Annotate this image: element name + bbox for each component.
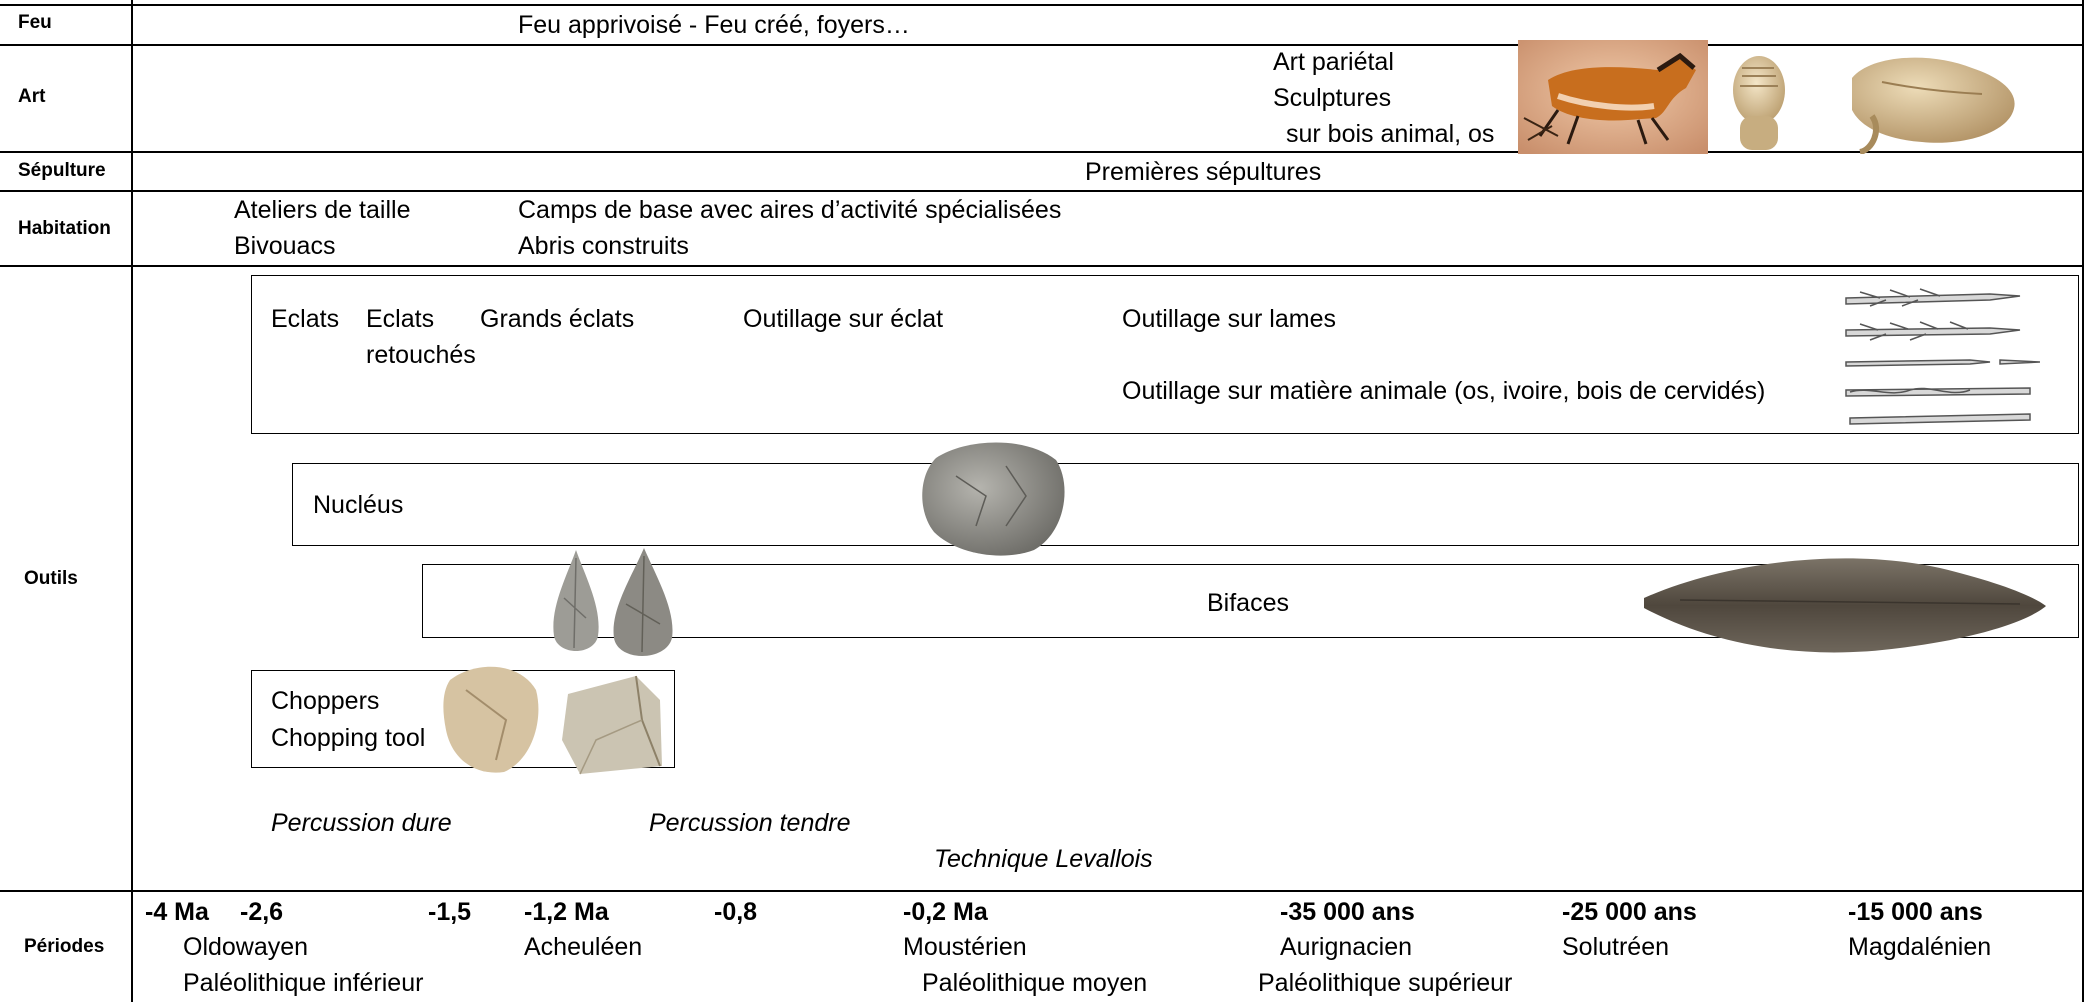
- cave-painting-horse-image: [1518, 40, 1708, 154]
- outils-percussion-tendre: Percussion tendre: [649, 809, 851, 837]
- nucleus-stone-image: [916, 436, 1070, 560]
- period-date: -1,5: [428, 898, 471, 926]
- period-date: -4 Ma: [145, 898, 209, 926]
- row-label-outils: Outils: [24, 568, 78, 590]
- outils-outillage-animale: Outillage sur matière animale (os, ivoir…: [1122, 377, 1765, 405]
- period-age: Paléolithique inférieur: [183, 969, 423, 997]
- venus-figurine-image: [1728, 46, 1790, 152]
- grid-line: [2082, 0, 2084, 1002]
- period-date: -35 000 ans: [1280, 898, 1415, 926]
- outils-grands-eclats: Grands éclats: [480, 305, 634, 333]
- outils-outillage-lames: Outillage sur lames: [1122, 305, 1336, 333]
- period-culture: Aurignacien: [1280, 933, 1412, 961]
- art-line-1: Art pariétal: [1273, 48, 1394, 76]
- period-culture: Moustérien: [903, 933, 1027, 961]
- row-label-habitation: Habitation: [18, 218, 111, 240]
- row-label-feu: Feu: [18, 12, 52, 34]
- period-date: -25 000 ans: [1562, 898, 1697, 926]
- habitation-bivouacs: Bivouacs: [234, 232, 335, 260]
- outils-percussion-dure: Percussion dure: [271, 809, 452, 837]
- grid-line: [131, 0, 133, 1002]
- carved-bison-image: [1842, 54, 2024, 154]
- harpoons-image: [1840, 278, 2040, 428]
- outils-technique-levallois: Technique Levallois: [934, 845, 1153, 873]
- outils-outillage-eclat: Outillage sur éclat: [743, 305, 943, 333]
- habitation-ateliers: Ateliers de taille: [234, 196, 410, 224]
- grid-line: [0, 265, 2084, 267]
- biface-handaxe-image: [546, 548, 606, 660]
- flint-blade-image: [1640, 544, 2048, 662]
- chopping-tool-stone-image: [556, 670, 666, 776]
- period-date: -0,2 Ma: [903, 898, 988, 926]
- row-label-periodes: Périodes: [24, 936, 104, 958]
- grid-line: [0, 890, 2084, 892]
- outils-nucleus: Nucléus: [313, 491, 403, 519]
- outils-chopping-tool: Chopping tool: [271, 724, 425, 752]
- period-culture: Oldowayen: [183, 933, 308, 961]
- period-culture: Magdalénien: [1848, 933, 1991, 961]
- period-date: -0,8: [714, 898, 757, 926]
- grid-line: [0, 190, 2084, 192]
- row-label-sepulture: Sépulture: [18, 160, 106, 182]
- grid-line: [0, 4, 2084, 6]
- biface-handaxe-image: [606, 546, 680, 664]
- outils-bifaces: Bifaces: [1207, 589, 1289, 617]
- period-age: Paléolithique moyen: [922, 969, 1147, 997]
- art-line-2: Sculptures: [1273, 84, 1391, 112]
- outils-eclats: Eclats: [271, 305, 339, 333]
- nucleus-box: [292, 463, 2079, 546]
- row-label-art: Art: [18, 86, 45, 108]
- period-date: -1,2 Ma: [524, 898, 609, 926]
- habitation-camps: Camps de base avec aires d’activité spéc…: [518, 196, 1061, 224]
- feu-text: Feu apprivoisé - Feu créé, foyers…: [518, 11, 910, 39]
- art-line-3: sur bois animal, os: [1286, 120, 1494, 148]
- outils-eclats-retouches-1: Eclats: [366, 305, 434, 333]
- habitation-abris: Abris construits: [518, 232, 689, 260]
- period-date: -15 000 ans: [1848, 898, 1983, 926]
- period-date: -2,6: [240, 898, 283, 926]
- period-age: Paléolithique supérieur: [1258, 969, 1512, 997]
- outils-choppers: Choppers: [271, 687, 379, 715]
- sepulture-text: Premières sépultures: [1085, 158, 1321, 186]
- outils-eclats-retouches-2: retouchés: [366, 341, 476, 369]
- chopper-stone-image: [436, 660, 542, 776]
- period-culture: Solutréen: [1562, 933, 1669, 961]
- outillage-box: [251, 275, 2079, 434]
- period-culture: Acheuléen: [524, 933, 642, 961]
